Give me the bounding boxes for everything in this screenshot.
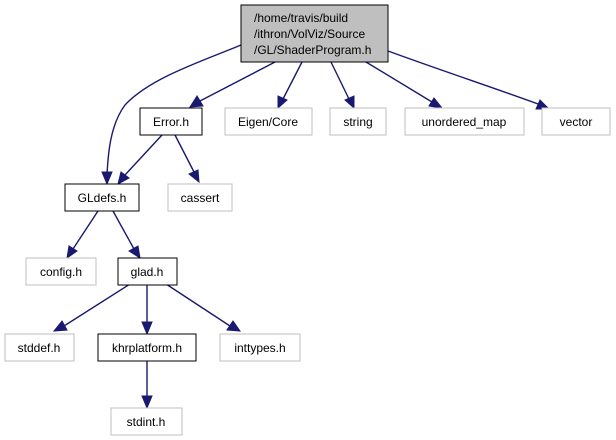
nodes-layer: /home/travis/build /ithron/VolViz/Source… — [4, 4, 611, 436]
edge-error-h-to-gldefs-h — [117, 134, 163, 185]
node-cassert[interactable]: cassert — [167, 183, 233, 212]
node-vector-box — [541, 107, 611, 136]
edge-glad-h-to-khrplatform-h — [141, 284, 153, 336]
edge-gldefs-h-to-glad-h — [112, 210, 141, 260]
node-error-h-box — [139, 107, 203, 136]
node-root-box — [240, 4, 389, 63]
node-glad-h-label: glad.h — [131, 265, 164, 279]
edge-gldefs-h-to-config-h — [66, 210, 99, 260]
node-vector[interactable]: vector — [541, 107, 611, 136]
node-cassert-label: cassert — [181, 191, 220, 205]
node-string[interactable]: string — [329, 107, 387, 136]
edge-root-to-error-h — [189, 61, 276, 108]
edge-root-to-vector — [387, 50, 551, 110]
node-unordered-map-box — [404, 107, 525, 136]
node-khrplatform-h[interactable]: khrplatform.h — [97, 333, 197, 362]
edge-root-to-gldefs-h — [101, 44, 242, 186]
edge-khrplatform-h-to-stdint-h — [141, 360, 153, 410]
edges-layer — [52, 44, 551, 410]
node-config-h-box — [25, 257, 97, 286]
node-stddef-h-label: stddef.h — [18, 341, 61, 355]
node-khrplatform-h-label: khrplatform.h — [112, 341, 182, 355]
edge-root-to-string — [330, 61, 355, 110]
node-gldefs-h-label: GLdefs.h — [78, 191, 127, 205]
node-error-h-label: Error.h — [153, 115, 189, 129]
node-stddef-h-box — [4, 333, 75, 362]
node-config-h-label: config.h — [40, 265, 82, 279]
edge-glad-h-to-inttypes-h — [165, 283, 242, 332]
node-unordered-map-label: unordered_map — [422, 115, 507, 129]
edge-root-to-unordered-map — [365, 61, 444, 109]
node-error-h[interactable]: Error.h — [139, 107, 203, 136]
node-cassert-box — [167, 183, 233, 212]
node-gldefs-h[interactable]: GLdefs.h — [64, 183, 140, 212]
node-unordered-map[interactable]: unordered_map — [404, 107, 525, 136]
node-stdint-h-label: stdint.h — [127, 415, 166, 429]
node-eigen-core-label: Eigen/Core — [238, 115, 298, 129]
node-glad-h[interactable]: glad.h — [117, 257, 178, 286]
node-khrplatform-h-box — [97, 333, 197, 362]
edge-root-to-eigen-core — [277, 61, 303, 110]
node-stddef-h[interactable]: stddef.h — [4, 333, 75, 362]
node-string-label: string — [343, 115, 372, 129]
node-eigen-core-box — [224, 107, 313, 136]
node-root-line-1: /home/travis/build — [254, 11, 348, 25]
node-gldefs-h-box — [64, 183, 140, 212]
node-root-line-3: /GL/ShaderProgram.h — [254, 43, 371, 57]
node-root-line-2: /ithron/VolViz/Source — [254, 27, 366, 41]
node-stdint-h-box — [110, 407, 183, 436]
node-stdint-h[interactable]: stdint.h — [110, 407, 183, 436]
node-root[interactable]: /home/travis/build /ithron/VolViz/Source… — [240, 4, 389, 63]
edge-error-h-to-cassert — [174, 134, 200, 184]
node-config-h[interactable]: config.h — [25, 257, 97, 286]
node-string-box — [329, 107, 387, 136]
edge-glad-h-to-stddef-h — [52, 283, 131, 332]
node-inttypes-h-label: inttypes.h — [234, 341, 285, 355]
node-inttypes-h[interactable]: inttypes.h — [219, 333, 301, 362]
node-eigen-core[interactable]: Eigen/Core — [224, 107, 313, 136]
node-vector-label: vector — [560, 115, 593, 129]
node-glad-h-box — [117, 257, 178, 286]
node-inttypes-h-box — [219, 333, 301, 362]
